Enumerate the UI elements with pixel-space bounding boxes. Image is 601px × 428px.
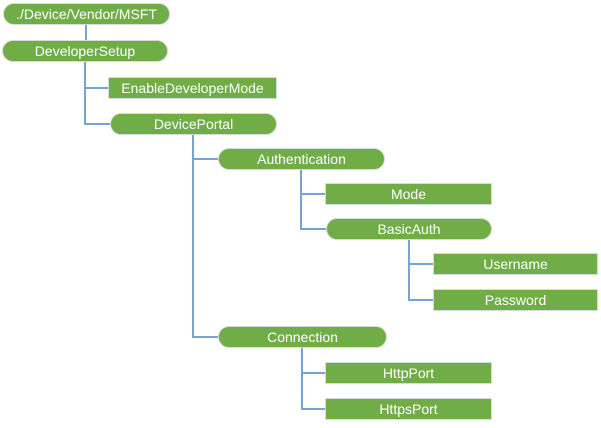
connector-developersetup-trunk	[84, 62, 86, 125]
node-developersetup: DeveloperSetup	[2, 40, 168, 62]
connector-to-connection	[192, 336, 218, 338]
connector-to-deviceportal	[84, 123, 110, 125]
node-connection: Connection	[218, 326, 387, 348]
connector-to-httpport	[301, 372, 325, 374]
connector-root-developersetup	[85, 25, 87, 40]
node-password: Password	[433, 289, 598, 311]
connector-to-basicauth	[300, 228, 326, 230]
node-mode: Mode	[325, 183, 492, 205]
connector-to-password	[408, 299, 433, 301]
node-httpport: HttpPort	[325, 362, 492, 384]
connector-to-httpsport	[301, 408, 325, 410]
connector-to-mode	[300, 193, 325, 195]
node-authentication: Authentication	[218, 148, 385, 170]
node-enabledevelopermode: EnableDeveloperMode	[108, 77, 277, 99]
node-device-vendor-msft: ./Device/Vendor/MSFT	[3, 3, 170, 25]
connector-to-enabledevelopermode	[84, 87, 108, 89]
node-username: Username	[433, 253, 598, 275]
connector-to-authentication	[192, 158, 218, 160]
node-deviceportal: DevicePortal	[110, 113, 277, 135]
connector-to-username	[408, 263, 433, 265]
connector-connection-trunk	[301, 348, 303, 410]
connector-authentication-trunk	[300, 170, 302, 230]
node-basicauth: BasicAuth	[326, 218, 492, 240]
connector-deviceportal-trunk	[192, 135, 194, 338]
connector-basicauth-trunk	[408, 240, 410, 301]
node-httpsport: HttpsPort	[325, 398, 492, 420]
